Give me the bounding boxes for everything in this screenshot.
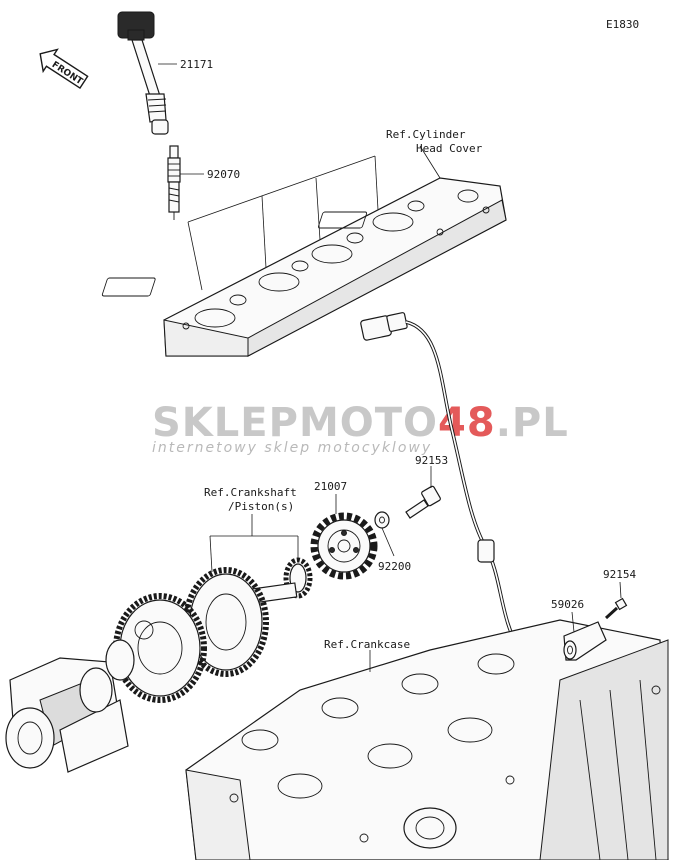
sensor-harness[interactable] bbox=[360, 312, 566, 652]
ref-crankcase: Ref.Crankcase bbox=[324, 638, 410, 651]
front-arrow-icon: FRONT bbox=[39, 48, 89, 89]
ref-crankshaft-line2: /Piston(s) bbox=[228, 500, 294, 513]
ignition-coil[interactable] bbox=[117, 11, 169, 135]
cylinder-head-cover[interactable] bbox=[101, 177, 507, 357]
watermark-tagline: internetowy sklep motocyklowy bbox=[152, 440, 432, 456]
ref-cylinder-head-cover-line2: Head Cover bbox=[416, 142, 483, 155]
ref-crankshaft-line1: Ref.Crankshaft bbox=[204, 486, 297, 499]
part-label-92200: 92200 bbox=[378, 560, 411, 573]
part-label-59026: 59026 bbox=[551, 598, 584, 611]
svg-text:SKLEPMOTO48.PL: SKLEPMOTO48.PL bbox=[152, 400, 569, 446]
diagram-id: E1830 bbox=[606, 18, 639, 31]
crankshaft-assembly[interactable] bbox=[5, 557, 313, 773]
part-label-21007: 21007 bbox=[314, 480, 347, 493]
crankshaft-sensor[interactable] bbox=[563, 621, 607, 661]
bolt-92154[interactable] bbox=[604, 597, 628, 620]
part-label-21171: 21171 bbox=[180, 58, 213, 71]
ref-cylinder-head-cover-line1: Ref.Cylinder bbox=[386, 128, 466, 141]
part-label-92070: 92070 bbox=[207, 168, 240, 181]
part-label-92153: 92153 bbox=[415, 454, 448, 467]
watermark-logo: SKLEPMOTO48.PL internetowy sklep motocyk… bbox=[152, 400, 569, 456]
crankcase[interactable] bbox=[185, 619, 669, 860]
bolt-92153[interactable] bbox=[405, 485, 441, 519]
timing-rotor[interactable] bbox=[310, 512, 378, 580]
part-label-92154: 92154 bbox=[603, 568, 636, 581]
washer-92200[interactable] bbox=[374, 511, 390, 529]
spark-plug[interactable] bbox=[167, 145, 181, 220]
